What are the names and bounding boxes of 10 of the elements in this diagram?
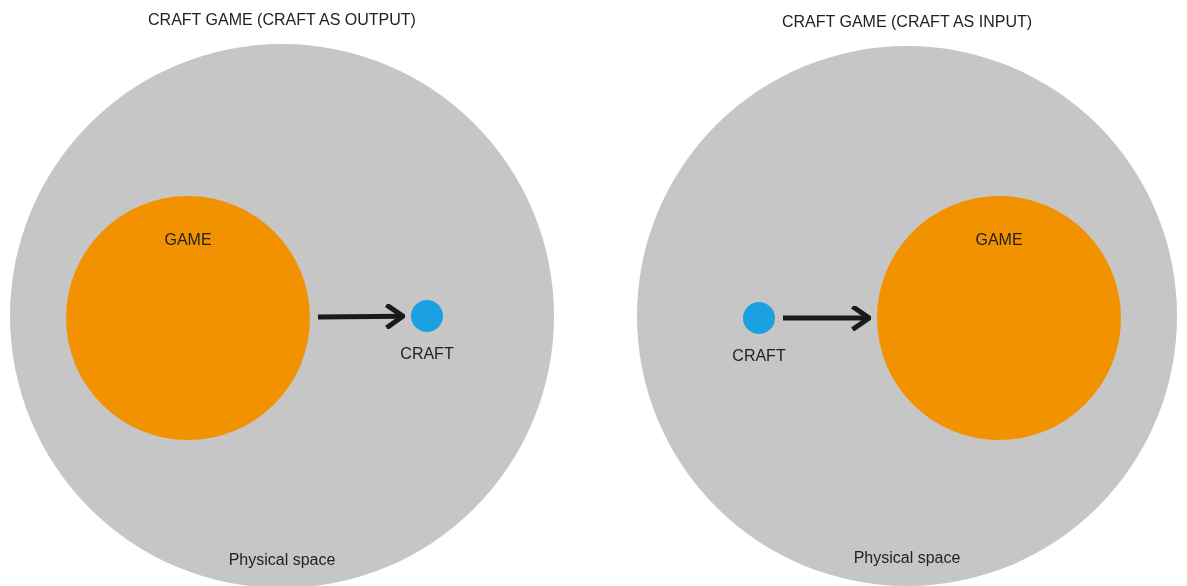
node-caption: CRAFT	[732, 346, 786, 366]
arrow	[318, 302, 406, 331]
node-caption: CRAFT	[400, 344, 454, 364]
circle-label: GAME	[975, 230, 1023, 250]
diagram-heading: CRAFT GAME (CRAFT AS INPUT)	[781, 12, 1033, 32]
area-label: Physical space	[228, 550, 336, 570]
diagram-heading: CRAFT GAME (CRAFT AS OUTPUT)	[148, 10, 416, 30]
arrow	[783, 304, 872, 332]
area-label: Physical space	[853, 548, 961, 568]
circle-label: GAME	[164, 230, 212, 250]
